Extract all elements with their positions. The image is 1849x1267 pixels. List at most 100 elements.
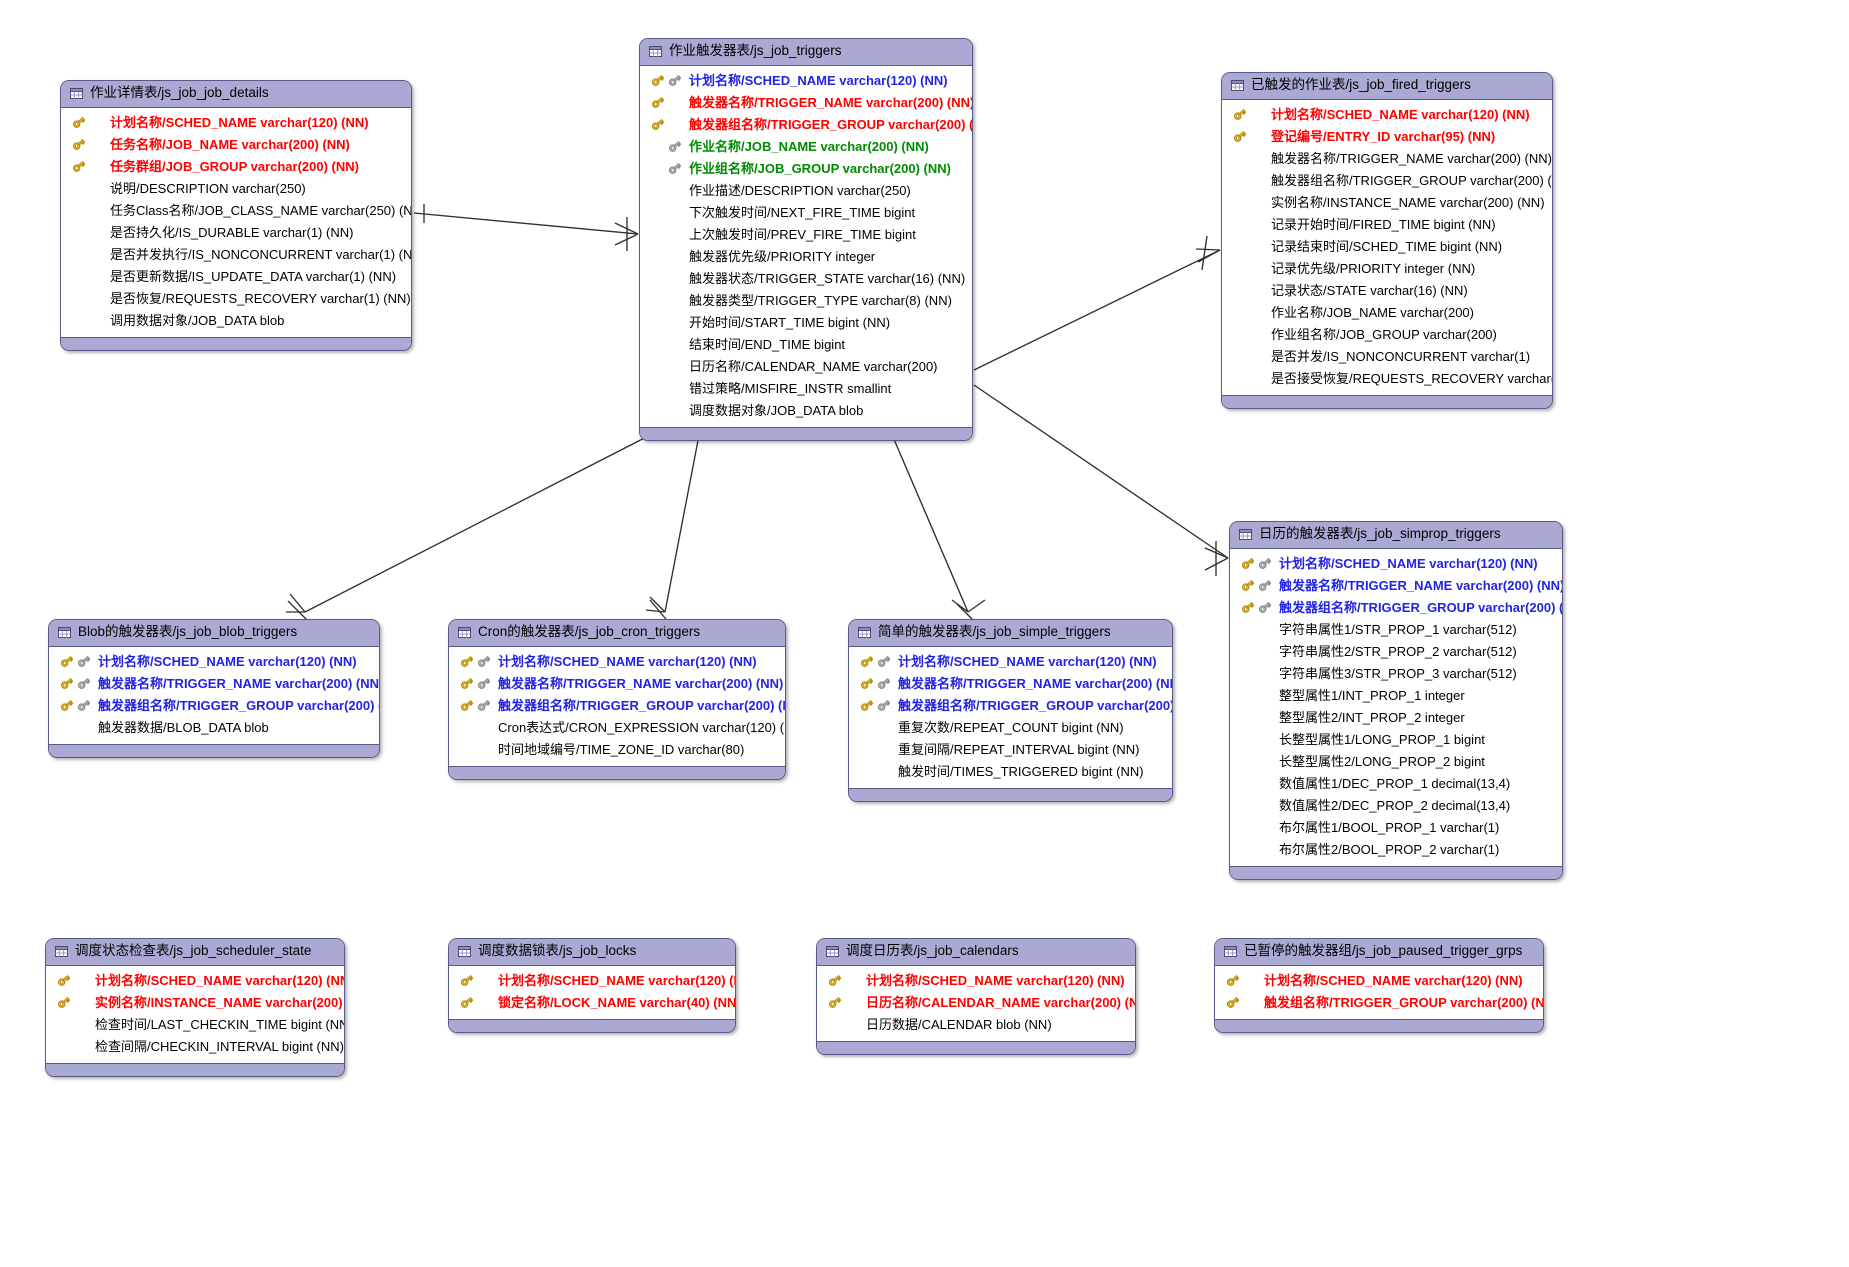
attribute-row[interactable]: 触发器名称/TRIGGER_NAME varchar(200) (NN) [49,673,379,695]
attribute-row[interactable]: 登记编号/ENTRY_ID varchar(95) (NN) [1222,126,1543,148]
attribute-row[interactable]: 字符串属性3/STR_PROP_3 varchar(512) [1230,663,1553,685]
attribute-row[interactable]: 日历名称/CALENDAR_NAME varchar(200) (NN) [817,992,1135,1014]
attribute-row[interactable]: 数值属性1/DEC_PROP_1 decimal(13,4) [1230,773,1553,795]
attribute-row[interactable]: 触发器组名称/TRIGGER_GROUP varchar(200) (NN) [849,695,1172,717]
attribute-row[interactable]: 是否恢复/REQUESTS_RECOVERY varchar(1) (NN) [61,288,411,310]
attribute-row[interactable]: 说明/DESCRIPTION varchar(250) [61,178,402,200]
attribute-row[interactable]: 任务Class名称/JOB_CLASS_NAME varchar(250) (N… [61,200,411,222]
attribute-row[interactable]: 时间地域编号/TIME_ZONE_ID varchar(80) [449,739,776,761]
attribute-row[interactable]: 调度数据对象/JOB_DATA blob [640,400,963,422]
attribute-row[interactable]: 触发时间/TIMES_TRIGGERED bigint (NN) [849,761,1163,783]
attribute-row[interactable]: 触发器组名称/TRIGGER_GROUP varchar(200) (NN) [640,114,972,136]
attribute-row[interactable]: 触发器状态/TRIGGER_STATE varchar(16) (NN) [640,268,965,290]
attribute-row[interactable]: 计划名称/SCHED_NAME varchar(120) (NN) [1215,970,1534,992]
attribute-row[interactable]: 上次触发时间/PREV_FIRE_TIME bigint [640,224,963,246]
attribute-row[interactable]: 计划名称/SCHED_NAME varchar(120) (NN) [640,70,963,92]
attribute-row[interactable]: 计划名称/SCHED_NAME varchar(120) (NN) [1222,104,1543,126]
entity-job_simple_triggers[interactable]: 简单的触发器表/js_job_simple_triggers 计划名称/SCHED… [848,619,1173,802]
attribute-row[interactable]: 触发组名称/TRIGGER_GROUP varchar(200) (NN) [1215,992,1543,1014]
attribute-row[interactable]: 记录状态/STATE varchar(16) (NN) [1222,280,1543,302]
attribute-row[interactable]: 实例名称/INSTANCE_NAME varchar(200) (NN) [1222,192,1545,214]
entity-job_paused_trigger_grps[interactable]: 已暂停的触发器组/js_job_paused_trigger_grps 计划名称/… [1214,938,1544,1033]
attribute-row[interactable]: 触发器名称/TRIGGER_NAME varchar(200) (NN) [1222,148,1552,170]
attribute-row[interactable]: 是否并发/IS_NONCONCURRENT varchar(1) [1222,346,1543,368]
entity-header-job_triggers[interactable]: 作业触发器表/js_job_triggers [640,39,972,66]
attribute-row[interactable]: 数值属性2/DEC_PROP_2 decimal(13,4) [1230,795,1553,817]
entity-header-job_blob_triggers[interactable]: Blob的触发器表/js_job_blob_triggers [49,620,379,647]
entity-job_blob_triggers[interactable]: Blob的触发器表/js_job_blob_triggers 计划名称/SCHED… [48,619,380,758]
attribute-row[interactable]: 作业组名称/JOB_GROUP varchar(200) (NN) [640,158,963,180]
attribute-row[interactable]: 布尔属性1/BOOL_PROP_1 varchar(1) [1230,817,1553,839]
attribute-row[interactable]: 触发器名称/TRIGGER_NAME varchar(200) (NN) [449,673,783,695]
attribute-row[interactable]: 计划名称/SCHED_NAME varchar(120) (NN) [49,651,370,673]
attribute-row[interactable]: 任务群组/JOB_GROUP varchar(200) (NN) [61,156,402,178]
entity-header-job_fired_triggers[interactable]: 已触发的作业表/js_job_fired_triggers [1222,73,1552,100]
attribute-row[interactable]: 任务名称/JOB_NAME varchar(200) (NN) [61,134,402,156]
entity-job_triggers[interactable]: 作业触发器表/js_job_triggers 计划名称/SCHED_NAME va… [639,38,973,441]
attribute-row[interactable]: 重复次数/REPEAT_COUNT bigint (NN) [849,717,1163,739]
entity-job_scheduler_state[interactable]: 调度状态检查表/js_job_scheduler_state 计划名称/SCHED… [45,938,345,1077]
attribute-row[interactable]: 检查间隔/CHECKIN_INTERVAL bigint (NN) [46,1036,344,1058]
attribute-row[interactable]: 长整型属性2/LONG_PROP_2 bigint [1230,751,1553,773]
attribute-row[interactable]: 计划名称/SCHED_NAME varchar(120) (NN) [449,970,735,992]
attribute-row[interactable]: 作业组名称/JOB_GROUP varchar(200) [1222,324,1543,346]
attribute-row[interactable]: 锁定名称/LOCK_NAME varchar(40) (NN) [449,992,735,1014]
attribute-row[interactable]: 调用数据对象/JOB_DATA blob [61,310,402,332]
attribute-row[interactable]: 字符串属性2/STR_PROP_2 varchar(512) [1230,641,1553,663]
attribute-row[interactable]: 触发器类型/TRIGGER_TYPE varchar(8) (NN) [640,290,963,312]
attribute-row[interactable]: 作业名称/JOB_NAME varchar(200) [1222,302,1543,324]
attribute-row[interactable]: 布尔属性2/BOOL_PROP_2 varchar(1) [1230,839,1553,861]
attribute-row[interactable]: 记录开始时间/FIRED_TIME bigint (NN) [1222,214,1543,236]
attribute-row[interactable]: 检查时间/LAST_CHECKIN_TIME bigint (NN) [46,1014,344,1036]
entity-header-job_simprop_triggers[interactable]: 日历的触发器表/js_job_simprop_triggers [1230,522,1562,549]
attribute-row[interactable]: 作业名称/JOB_NAME varchar(200) (NN) [640,136,963,158]
entity-job_cron_triggers[interactable]: Cron的触发器表/js_job_cron_triggers 计划名称/SCHED… [448,619,786,780]
attribute-row[interactable]: 整型属性2/INT_PROP_2 integer [1230,707,1553,729]
attribute-row[interactable]: 是否并发执行/IS_NONCONCURRENT varchar(1) (NN) [61,244,411,266]
attribute-row[interactable]: 记录优先级/PRIORITY integer (NN) [1222,258,1543,280]
attribute-row[interactable]: 长整型属性1/LONG_PROP_1 bigint [1230,729,1553,751]
entity-header-job_calendars[interactable]: 调度日历表/js_job_calendars [817,939,1135,966]
entity-header-job_paused_trigger_grps[interactable]: 已暂停的触发器组/js_job_paused_trigger_grps [1215,939,1543,966]
attribute-row[interactable]: 计划名称/SCHED_NAME varchar(120) (NN) [46,970,344,992]
attribute-row[interactable]: 触发器名称/TRIGGER_NAME varchar(200) (NN) [1230,575,1562,597]
attribute-row[interactable]: 计划名称/SCHED_NAME varchar(120) (NN) [449,651,776,673]
attribute-row[interactable]: 触发器数据/BLOB_DATA blob [49,717,370,739]
entity-job_fired_triggers[interactable]: 已触发的作业表/js_job_fired_triggers 计划名称/SCHED_… [1221,72,1553,409]
entity-header-job_cron_triggers[interactable]: Cron的触发器表/js_job_cron_triggers [449,620,785,647]
attribute-row[interactable]: 结束时间/END_TIME bigint [640,334,963,356]
entity-job_job_details[interactable]: 作业详情表/js_job_job_details 计划名称/SCHED_NAME … [60,80,412,351]
attribute-row[interactable]: 整型属性1/INT_PROP_1 integer [1230,685,1553,707]
entity-header-job_scheduler_state[interactable]: 调度状态检查表/js_job_scheduler_state [46,939,344,966]
attribute-row[interactable]: 触发器名称/TRIGGER_NAME varchar(200) (NN) [640,92,972,114]
attribute-row[interactable]: 是否接受恢复/REQUESTS_RECOVERY varchar(1) [1222,368,1552,390]
attribute-row[interactable]: 触发器组名称/TRIGGER_GROUP varchar(200) (NN) [1230,597,1562,619]
entity-job_locks[interactable]: 调度数据锁表/js_job_locks 计划名称/SCHED_NAME varch… [448,938,736,1033]
attribute-row[interactable]: 触发器组名称/TRIGGER_GROUP varchar(200) (NN) [449,695,785,717]
attribute-row[interactable]: 计划名称/SCHED_NAME varchar(120) (NN) [1230,553,1553,575]
attribute-row[interactable]: 是否更新数据/IS_UPDATE_DATA varchar(1) (NN) [61,266,402,288]
attribute-row[interactable]: 触发器优先级/PRIORITY integer [640,246,963,268]
attribute-row[interactable]: 日历数据/CALENDAR blob (NN) [817,1014,1126,1036]
attribute-row[interactable]: 开始时间/START_TIME bigint (NN) [640,312,963,334]
attribute-row[interactable]: 计划名称/SCHED_NAME varchar(120) (NN) [61,112,402,134]
attribute-row[interactable]: 计划名称/SCHED_NAME varchar(120) (NN) [849,651,1163,673]
attribute-row[interactable]: 记录结束时间/SCHED_TIME bigint (NN) [1222,236,1543,258]
attribute-row[interactable]: 计划名称/SCHED_NAME varchar(120) (NN) [817,970,1126,992]
entity-header-job_locks[interactable]: 调度数据锁表/js_job_locks [449,939,735,966]
attribute-row[interactable]: 错过策略/MISFIRE_INSTR smallint [640,378,963,400]
attribute-row[interactable]: 触发器组名称/TRIGGER_GROUP varchar(200) (NN) [1222,170,1552,192]
attribute-row[interactable]: 作业描述/DESCRIPTION varchar(250) [640,180,963,202]
attribute-row[interactable]: 下次触发时间/NEXT_FIRE_TIME bigint [640,202,963,224]
attribute-row[interactable]: 触发器组名称/TRIGGER_GROUP varchar(200) (NN) [49,695,379,717]
entity-header-job_job_details[interactable]: 作业详情表/js_job_job_details [61,81,411,108]
attribute-row[interactable]: 重复间隔/REPEAT_INTERVAL bigint (NN) [849,739,1163,761]
entity-job_calendars[interactable]: 调度日历表/js_job_calendars 计划名称/SCHED_NAME va… [816,938,1136,1055]
attribute-row[interactable]: 实例名称/INSTANCE_NAME varchar(200) (NN) [46,992,344,1014]
entity-header-job_simple_triggers[interactable]: 简单的触发器表/js_job_simple_triggers [849,620,1172,647]
attribute-row[interactable]: Cron表达式/CRON_EXPRESSION varchar(120) (NN… [449,717,785,739]
attribute-row[interactable]: 字符串属性1/STR_PROP_1 varchar(512) [1230,619,1553,641]
attribute-row[interactable]: 触发器名称/TRIGGER_NAME varchar(200) (NN) [849,673,1172,695]
attribute-row[interactable]: 是否持久化/IS_DURABLE varchar(1) (NN) [61,222,402,244]
entity-job_simprop_triggers[interactable]: 日历的触发器表/js_job_simprop_triggers 计划名称/SCHE… [1229,521,1563,880]
